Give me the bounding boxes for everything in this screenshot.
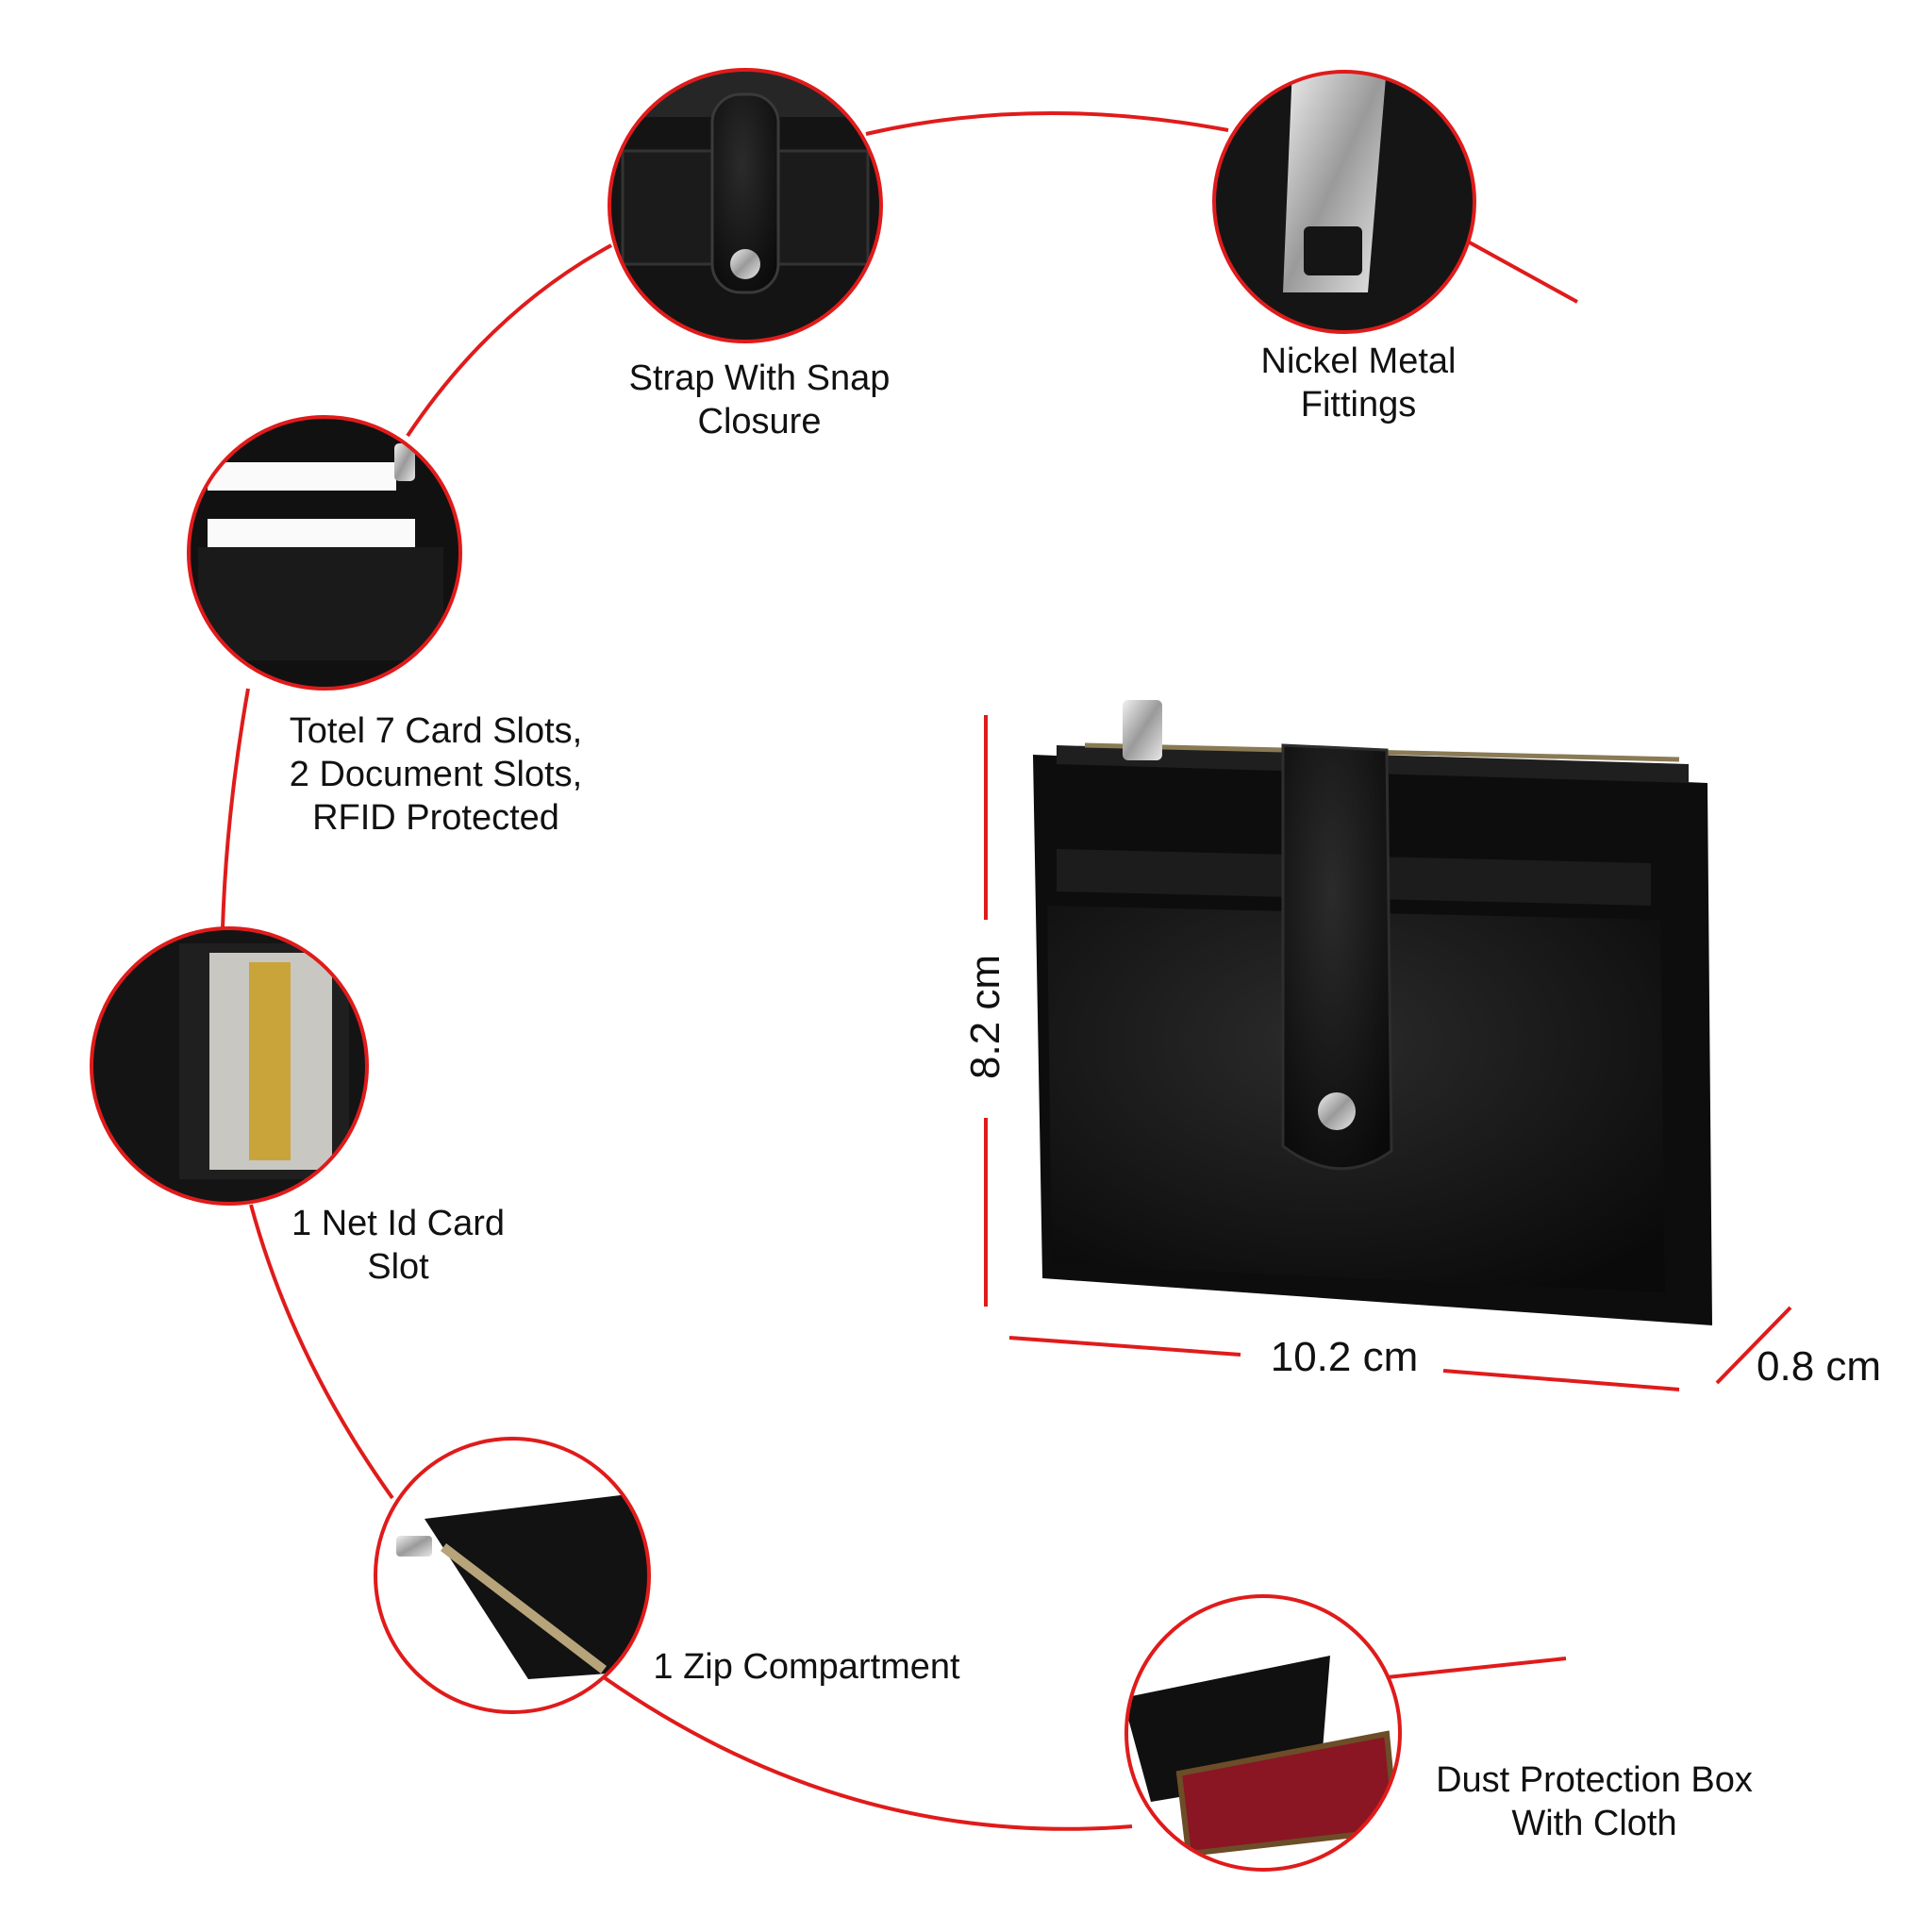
height-dimension-label: 8.2 cm — [962, 954, 1008, 1080]
width-dimension-label: 10.2 cm — [1270, 1334, 1419, 1380]
id-slot-feature-label: 1 Net Id Card Slot — [275, 1202, 521, 1289]
depth-dimension-label: 0.8 cm — [1757, 1343, 1882, 1390]
card-slots-detail-image — [189, 417, 460, 689]
strap-detail-image — [609, 70, 881, 341]
card-slots-label-line-3: RFID Protected — [312, 798, 559, 838]
card-slots-feature-label: Totel 7 Card Slots, 2 Document Slots, RF… — [266, 709, 606, 840]
wallet-main-image — [1033, 700, 1712, 1325]
card-slots-label-line-2: 2 Document Slots, — [289, 755, 583, 794]
zip-compartment-detail-image — [375, 1439, 649, 1712]
id-slot-label-line-2: Slot — [367, 1247, 429, 1287]
fittings-feature-label: Nickel Metal Fittings — [1226, 340, 1491, 426]
connector-lines — [221, 111, 1578, 1831]
box-label-line-2: With Cloth — [1511, 1804, 1677, 1843]
dimension-lines — [984, 715, 1792, 1391]
zip-label-line-1: 1 Zip Compartment — [653, 1647, 960, 1687]
id-slot-detail-image — [92, 928, 367, 1204]
strap-label-line-1: Strap With Snap — [628, 358, 891, 398]
box-feature-label: Dust Protection Box With Cloth — [1415, 1758, 1774, 1845]
box-label-line-1: Dust Protection Box — [1436, 1760, 1753, 1800]
id-slot-label-line-1: 1 Net Id Card — [291, 1204, 505, 1243]
card-slots-label-line-1: Totel 7 Card Slots, — [289, 711, 583, 751]
zipper-pull-detail-image — [1214, 72, 1474, 332]
fittings-label-line-2: Fittings — [1300, 385, 1417, 425]
fittings-label-line-1: Nickel Metal — [1260, 341, 1457, 381]
strap-label-line-2: Closure — [697, 402, 822, 441]
zip-feature-label: 1 Zip Compartment — [641, 1645, 972, 1689]
strap-feature-label: Strap With Snap Closure — [604, 357, 915, 443]
